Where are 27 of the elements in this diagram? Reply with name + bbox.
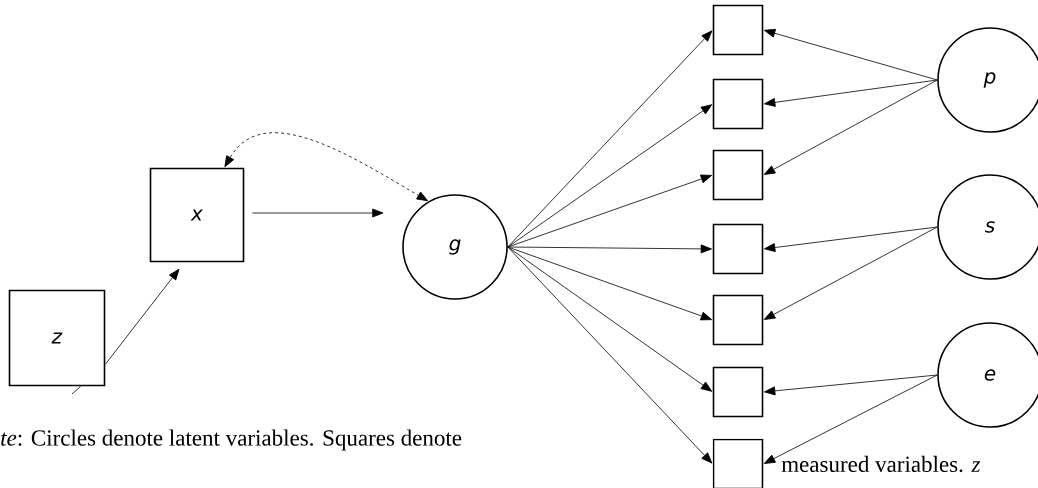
arrow: [104, 268, 180, 365]
arrow: [507, 174, 713, 248]
arrow: [507, 30, 713, 248]
arrow: [764, 79, 938, 107]
arrow: [507, 104, 713, 248]
variable-square: [712, 78, 764, 130]
variable-square: [712, 4, 764, 56]
variable-square: [712, 149, 764, 201]
variable-square: [712, 223, 764, 275]
arrow: [507, 246, 713, 392]
variable-square: x: [149, 167, 245, 263]
arrow: [507, 246, 713, 321]
arrow: [251, 208, 384, 218]
arrow: [764, 226, 938, 252]
arrow: [764, 28, 938, 81]
arrow: [763, 374, 938, 464]
variable-square: [712, 366, 764, 418]
arrow: [507, 246, 713, 464]
arrow: [764, 374, 938, 396]
note-text: te: Circles denote latent variables. Squares denote: [1, 429, 462, 451]
variable-square: [712, 294, 764, 346]
arrow: [507, 244, 712, 254]
arrow: [763, 226, 938, 320]
variable-square: z: [8, 289, 106, 387]
arrow: [763, 79, 938, 175]
arrow: [224, 132, 428, 202]
note-text: measured variables. z: [781, 455, 981, 473]
